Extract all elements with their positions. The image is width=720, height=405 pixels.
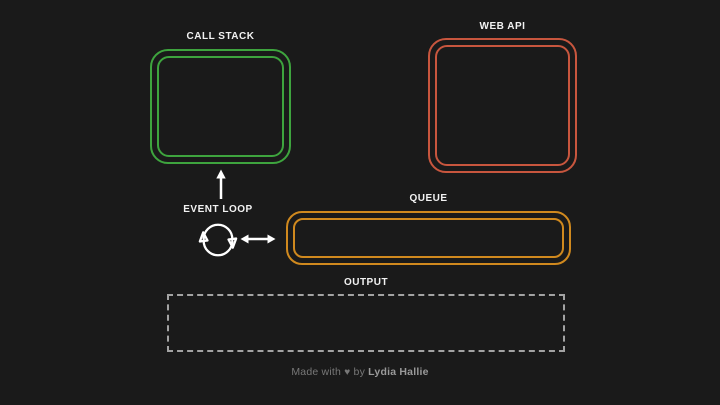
footer-made-with: Made with <box>291 366 342 378</box>
web-api-box <box>428 38 577 173</box>
footer-by: by <box>353 366 366 378</box>
sync-loop-icon <box>198 223 238 257</box>
call-stack-label: CALL STACK <box>186 31 255 42</box>
arrow-up-icon <box>216 169 226 199</box>
event-loop-label: EVENT LOOP <box>183 204 253 215</box>
queue-box-inner <box>293 218 564 258</box>
output-label: OUTPUT <box>343 277 389 288</box>
web-api-box-inner <box>435 45 570 166</box>
footer-credit: Made with ♥ by Lydia Hallie <box>0 366 720 378</box>
call-stack-box <box>150 49 291 164</box>
queue-box <box>286 211 571 265</box>
output-box <box>167 294 565 352</box>
arrow-left-right-icon <box>240 234 276 244</box>
footer-author: Lydia Hallie <box>368 366 429 378</box>
heart-icon: ♥ <box>344 367 351 378</box>
call-stack-box-inner <box>157 56 284 157</box>
web-api-label: WEB API <box>479 21 526 32</box>
queue-label: QUEUE <box>409 193 448 204</box>
